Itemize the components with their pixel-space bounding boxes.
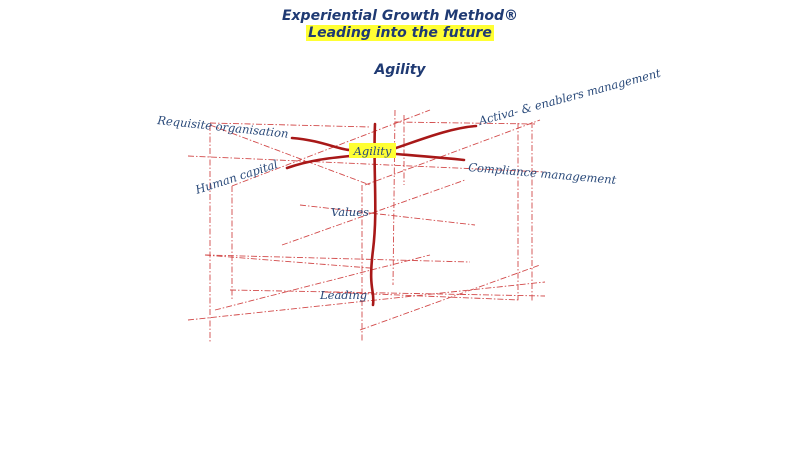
grid-line — [214, 254, 431, 311]
page-subtitle: Leading into the future — [0, 25, 800, 41]
label-activa-enablers: Activa- & enablers management — [476, 66, 662, 128]
grid-line — [209, 124, 371, 186]
subtitle-highlight: Leading into the future — [306, 25, 494, 41]
topic-heading: Agility — [374, 62, 426, 78]
compliance-branch — [394, 152, 466, 162]
grid-line — [324, 291, 521, 301]
grid-line — [281, 179, 466, 246]
grid-line — [392, 109, 396, 286]
page-title: Experiential Growth Method® — [281, 8, 519, 24]
grid-line — [187, 155, 546, 173]
grid-line — [204, 254, 471, 263]
grid-line — [231, 109, 431, 187]
activa-branch — [394, 124, 478, 150]
dashed-grid — [187, 109, 546, 342]
grid-line — [299, 204, 476, 226]
requisite-branch — [290, 136, 352, 152]
label-values: Values — [331, 205, 369, 219]
grid-line — [364, 119, 541, 186]
grid-line — [229, 289, 546, 297]
grid-line — [359, 264, 541, 331]
label-requisite-organisation: Requisite organisation — [156, 113, 289, 141]
grid-line — [187, 281, 546, 321]
center-label: Agility — [353, 144, 392, 158]
label-leading: Leading — [319, 288, 367, 302]
label-human-capital: Human capital — [193, 157, 280, 197]
label-compliance-management: Compliance management — [468, 160, 617, 187]
grid-line — [209, 122, 371, 128]
grid-line — [394, 121, 536, 125]
human-capital-branch — [285, 154, 352, 170]
center-highlight — [349, 143, 396, 158]
grid-line — [204, 254, 371, 269]
